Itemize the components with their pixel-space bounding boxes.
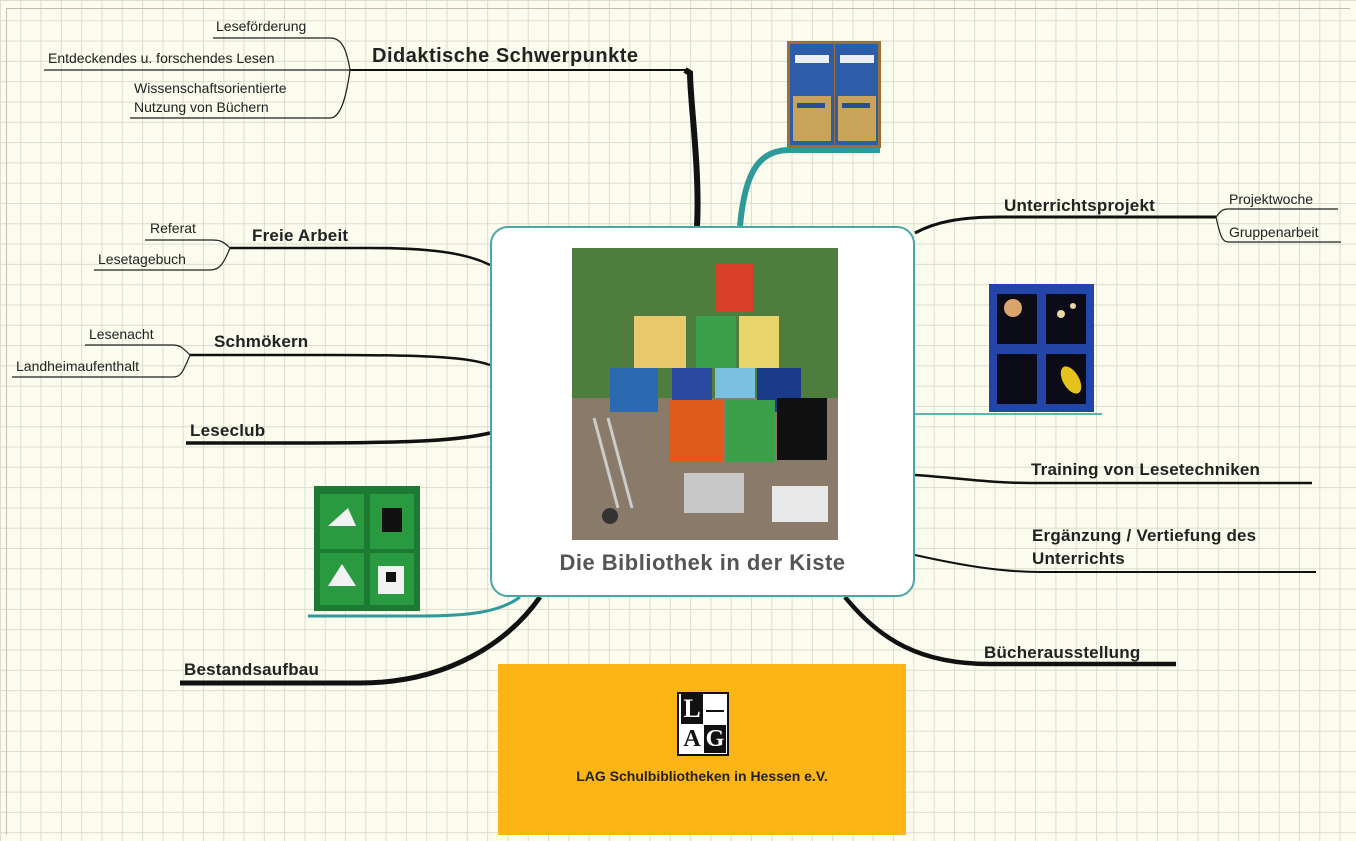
- subtopic-lesetagebuch[interactable]: Lesetagebuch: [98, 251, 186, 267]
- link-schmoekern: [190, 353, 491, 367]
- link-didaktik: [683, 67, 701, 227]
- link-freie-arbeit: [230, 246, 491, 267]
- branch-buecherausstellung[interactable]: Bücherausstellung: [984, 643, 1141, 662]
- library-boxes-illustration: [572, 248, 838, 540]
- subtopic-referat[interactable]: Referat: [150, 220, 196, 236]
- link-buecherausstellung: [843, 595, 1176, 667]
- central-topic[interactable]: Die Bibliothek in der Kiste: [490, 226, 915, 597]
- subtopic-gruppenarbeit[interactable]: Gruppenarbeit: [1229, 224, 1319, 240]
- sub-link-projektwoche: [1215, 208, 1338, 218]
- blue-cabinet-illustration: [989, 284, 1094, 412]
- link-image-top: [737, 147, 880, 227]
- branch-freie-arbeit[interactable]: Freie Arbeit: [252, 226, 349, 245]
- sub-link-wissenschaft: [130, 69, 351, 119]
- sub-link-landheim: [12, 354, 191, 378]
- green-cabinet-photo[interactable]: [314, 486, 420, 611]
- link-image-green: [308, 595, 521, 618]
- subtopic-nutzung-von-buechern[interactable]: Nutzung von Büchern: [134, 99, 269, 115]
- branch-leseclub[interactable]: Leseclub: [190, 421, 266, 440]
- lag-logo-icon: L A G: [677, 692, 729, 756]
- cabinet-doors-illustration: [787, 41, 881, 148]
- link-ergaenzung: [914, 554, 1316, 573]
- link-training: [914, 473, 1312, 485]
- logo-letter-l: L: [681, 694, 703, 724]
- cabinet-doors-photo[interactable]: [787, 41, 881, 148]
- subtopic-wissenschaftsorientierte[interactable]: Wissenschaftsorientierte: [134, 80, 287, 96]
- subtopic-landheimaufenthalt[interactable]: Landheimaufenthalt: [16, 358, 139, 374]
- subtopic-entdeckendes-lesen[interactable]: Entdeckendes u. forschendes Lesen: [48, 50, 275, 66]
- logo-book-icon: [706, 700, 724, 712]
- lag-logo-caption: LAG Schulbibliotheken in Hessen e.V.: [576, 768, 828, 784]
- subtopic-lesenacht[interactable]: Lesenacht: [89, 326, 154, 342]
- branch-training-lesetechniken[interactable]: Training von Lesetechniken: [1031, 460, 1261, 479]
- sub-link-referat: [145, 239, 231, 249]
- branch-unterrichtsprojekt[interactable]: Unterrichtsprojekt: [1004, 196, 1155, 215]
- green-cabinet-illustration: [314, 486, 420, 611]
- sub-link-lesenacht: [85, 344, 191, 356]
- blue-cabinet-photo[interactable]: [989, 284, 1094, 412]
- link-bestandsaufbau: [180, 595, 543, 686]
- subtopic-projektwoche[interactable]: Projektwoche: [1229, 191, 1314, 207]
- branch-bestandsaufbau[interactable]: Bestandsaufbau: [184, 660, 320, 679]
- branch-ergaenzung-line2[interactable]: Unterrichts: [1032, 549, 1125, 568]
- library-boxes-photo: [572, 248, 838, 540]
- branch-didaktische-schwerpunkte[interactable]: Didaktische Schwerpunkte: [372, 45, 639, 67]
- logo-letter-g: G: [704, 725, 726, 753]
- link-leseclub: [186, 431, 491, 445]
- sub-link-gruppenarbeit: [1215, 216, 1341, 243]
- subtopic-lesefoerderung[interactable]: Leseförderung: [216, 18, 307, 34]
- sub-link-lesetagebuch: [94, 247, 231, 271]
- link-unterrichtsprojekt: [914, 215, 1216, 235]
- branch-ergaenzung-line1[interactable]: Ergänzung / Vertiefung des: [1032, 526, 1257, 545]
- lag-logo-box[interactable]: L A G LAG Schulbibliotheken in Hessen e.…: [498, 664, 906, 835]
- central-topic-title: Die Bibliothek in der Kiste: [559, 550, 846, 575]
- sub-link-lesefoerderung: [213, 37, 351, 71]
- branch-schmoekern[interactable]: Schmökern: [214, 332, 309, 351]
- logo-letter-a: A: [683, 726, 701, 752]
